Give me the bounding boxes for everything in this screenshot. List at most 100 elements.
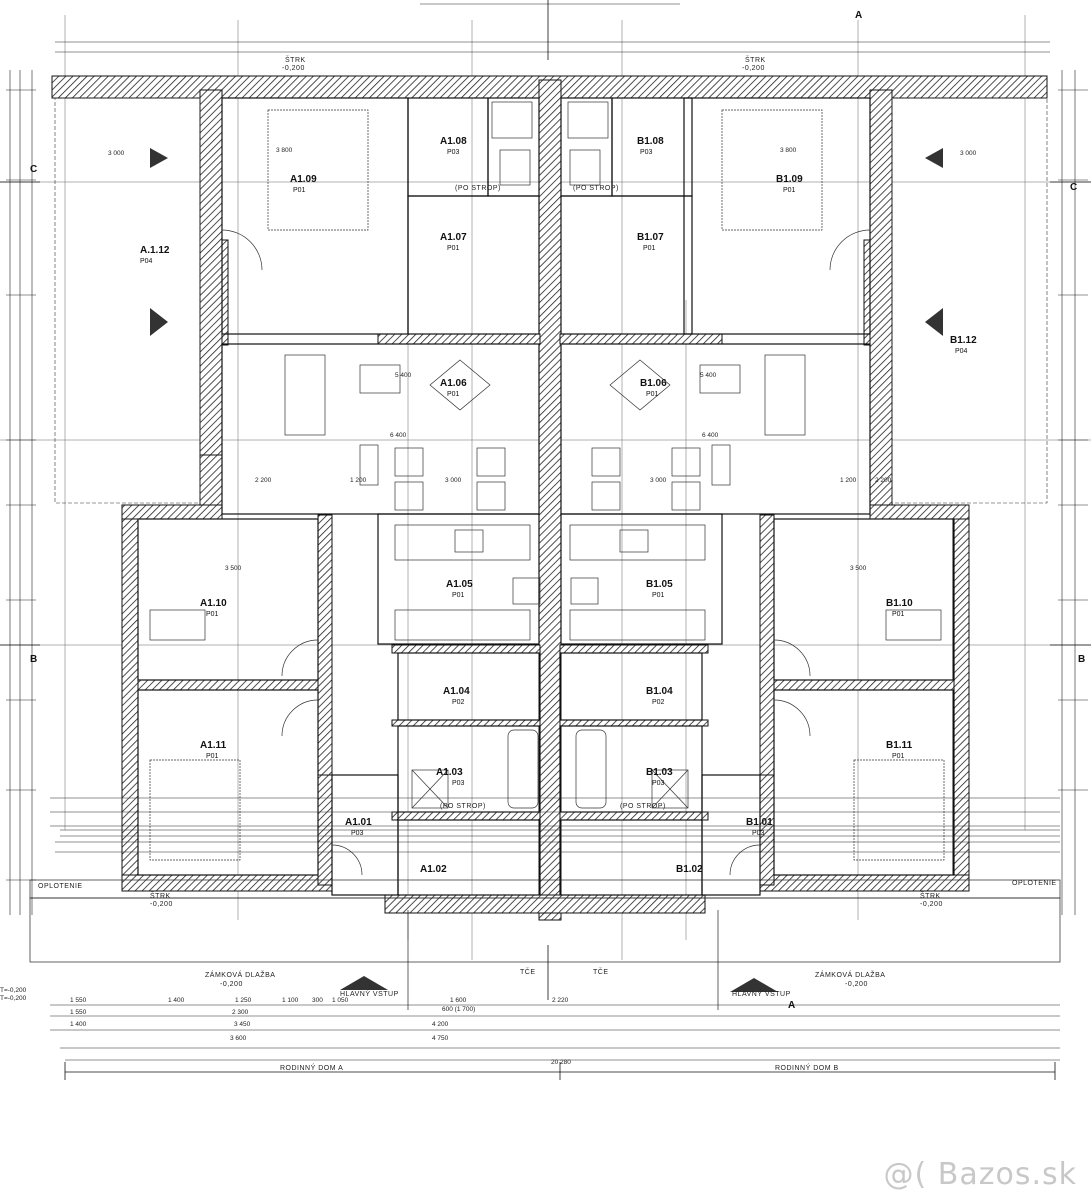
partitions <box>137 97 955 896</box>
grid-lines <box>0 15 1091 960</box>
door-swings <box>221 229 871 876</box>
dimension: 2 200 <box>255 477 272 484</box>
oplotenie-label: OPLOTENIE <box>1012 880 1057 887</box>
floor-tag: P03 <box>447 149 460 156</box>
room-code: A1.03 <box>436 767 463 778</box>
floor-tag: P01 <box>206 611 219 618</box>
strk-level: -0,200 <box>920 901 943 908</box>
floor-tag: P01 <box>892 611 905 618</box>
house-bracket <box>64 1062 1056 1080</box>
floor-tag: P01 <box>783 187 796 194</box>
oplotenie-label: OPLOTENIE <box>38 883 83 890</box>
paved-area <box>29 879 1061 1010</box>
dimension: 1 200 <box>350 477 367 484</box>
dimension: 3 800 <box>780 147 797 154</box>
heat-pump-label: TČE <box>593 967 609 976</box>
room-code: B1.09 <box>776 174 803 185</box>
house-a-label: RODINNÝ DOM A <box>280 1063 343 1072</box>
room-code: B1.06 <box>640 378 667 389</box>
walls <box>51 75 1048 921</box>
dimension: 1 050 <box>332 997 349 1004</box>
floor-tag: P01 <box>206 753 219 760</box>
dimension: 3 500 <box>850 565 867 572</box>
room-code: A1.04 <box>443 686 470 697</box>
level-note: T=-0,200 <box>0 987 27 994</box>
room-code: B1.10 <box>886 598 913 609</box>
strk-label: ŠTRK <box>920 891 941 900</box>
dimension-labels: 6 400 6 400 5 400 5 400 3 800 3 800 3 00… <box>70 147 977 1042</box>
ceiling-note: (PO STROP) <box>620 803 666 810</box>
dimension: 3 000 <box>960 150 977 157</box>
level-markers <box>150 148 943 992</box>
dimension: 4 200 <box>432 1021 449 1028</box>
watermark: @( Bazos.sk <box>883 1157 1077 1192</box>
room-code: A1.06 <box>440 378 467 389</box>
dimension: 1 400 <box>168 997 185 1004</box>
room-code: A1.09 <box>290 174 317 185</box>
strk-label: ŠTRK <box>285 55 306 64</box>
dimension: 2 200 <box>875 477 892 484</box>
main-entrance-label: HLAVNÝ VSTUP <box>732 989 791 998</box>
section-b-label: B <box>1078 654 1085 665</box>
floor-tag: P01 <box>643 245 656 252</box>
dimension: 1 400 <box>70 1021 87 1028</box>
room-code: A1.05 <box>446 579 473 590</box>
floor-tag: P01 <box>452 592 465 599</box>
dimension: 1 100 <box>282 997 299 1004</box>
floor-tag: P03 <box>752 830 765 837</box>
floor-tag: P02 <box>452 699 465 706</box>
dimension: 3 600 <box>230 1035 247 1042</box>
floor-tag: P01 <box>892 753 905 760</box>
dimension: 3 000 <box>108 150 125 157</box>
floor-tag: P01 <box>646 391 659 398</box>
room-code: A1.07 <box>440 232 467 243</box>
paving-level: -0,200 <box>220 981 243 988</box>
dimension: 3 500 <box>225 565 242 572</box>
dimension: 2 300 <box>232 1009 249 1016</box>
dimension: 6 400 <box>390 432 407 439</box>
room-code: A.1.12 <box>140 245 170 256</box>
furniture <box>149 101 945 861</box>
room-code: B1.05 <box>646 579 673 590</box>
room-code: B1.03 <box>646 767 673 778</box>
room-code: A1.02 <box>420 864 447 875</box>
bottom-dimension-chains-2 <box>50 1004 1060 1061</box>
terrace-outline <box>54 97 1048 504</box>
paving-label: ZÁMKOVÁ DLAŽBA <box>205 970 275 979</box>
strk-label: ŠTRK <box>745 55 766 64</box>
floor-tag: P04 <box>955 348 968 355</box>
floor-tag: P01 <box>447 245 460 252</box>
strk-level: -0,200 <box>150 901 173 908</box>
bottom-dimension-chains <box>50 797 1060 853</box>
dimension: 1 600 <box>450 997 467 1004</box>
floor-tag: P03 <box>351 830 364 837</box>
room-code: B1.11 <box>886 740 913 751</box>
room-code: A1.08 <box>440 136 467 147</box>
dimension: 600 (1 700) <box>442 1006 475 1013</box>
floor-tag: P04 <box>140 258 153 265</box>
strk-level: -0,200 <box>742 65 765 72</box>
right-dimension-chain <box>1058 70 1088 915</box>
dimension: 5 400 <box>700 372 717 379</box>
dimension: 300 <box>312 997 323 1004</box>
paving-label: ZÁMKOVÁ DLAŽBA <box>815 970 885 979</box>
level-note: T=-0,200 <box>0 995 27 1002</box>
room-code: B1.01 <box>746 817 773 828</box>
total-width: 20 280 <box>551 1059 571 1066</box>
room-code: A1.11 <box>200 740 227 751</box>
